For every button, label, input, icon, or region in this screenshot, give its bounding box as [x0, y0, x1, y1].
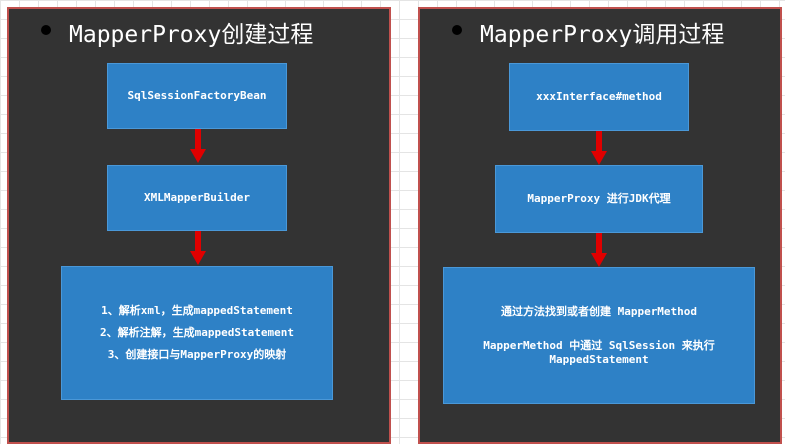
arrow-down-icon [591, 233, 607, 267]
sqlsessionfactorybean-box: SqlSessionFactoryBean [107, 63, 287, 129]
interface-method-box: xxxInterface#method [509, 63, 689, 131]
execute-via-sqlsession-step: MapperMethod 中通过 SqlSession 来执行 [483, 338, 715, 352]
arrow-down-icon [190, 129, 206, 163]
xmlmapperbuilder-label: XMLMapperBuilder [144, 191, 250, 204]
mapper-method-execution-box: 通过方法找到或者创建 MapperMethod MapperMethod 中通过… [443, 267, 755, 404]
xmlmapperbuilder-box: XMLMapperBuilder [107, 165, 287, 231]
mapperproxy-jdk-proxy-box: MapperProxy 进行JDK代理 [495, 165, 703, 233]
find-mapper-method-step: 通过方法找到或者创建 MapperMethod [500, 304, 698, 318]
arrow-down-icon [190, 231, 206, 265]
invocation-process-title-text: MapperProxy调用过程 [480, 22, 725, 48]
create-mapping-step: 3、创建接口与MapperProxy的映射 [107, 348, 287, 361]
parse-annotation-step: 2、解析注解，生成mappedStatement [100, 326, 294, 339]
creation-process-title: MapperProxy创建过程 [41, 15, 313, 49]
bullet-icon [452, 25, 462, 35]
creation-process-title-text: MapperProxy创建过程 [69, 22, 314, 48]
mapped-statement-label: MappedStatement [549, 352, 649, 366]
bullet-icon [41, 25, 51, 35]
interface-method-label: xxxInterface#method [536, 90, 662, 103]
parse-xml-step: 1、解析xml，生成mappedStatement [101, 304, 293, 317]
arrow-down-icon [591, 131, 607, 165]
invocation-process-title: MapperProxy调用过程 [452, 15, 724, 49]
mapperproxy-jdk-proxy-label: MapperProxy 进行JDK代理 [527, 192, 671, 205]
sqlsessionfactorybean-label: SqlSessionFactoryBean [127, 89, 267, 102]
mapper-building-steps-box: 1、解析xml，生成mappedStatement 2、解析注解，生成mappe… [61, 266, 333, 400]
